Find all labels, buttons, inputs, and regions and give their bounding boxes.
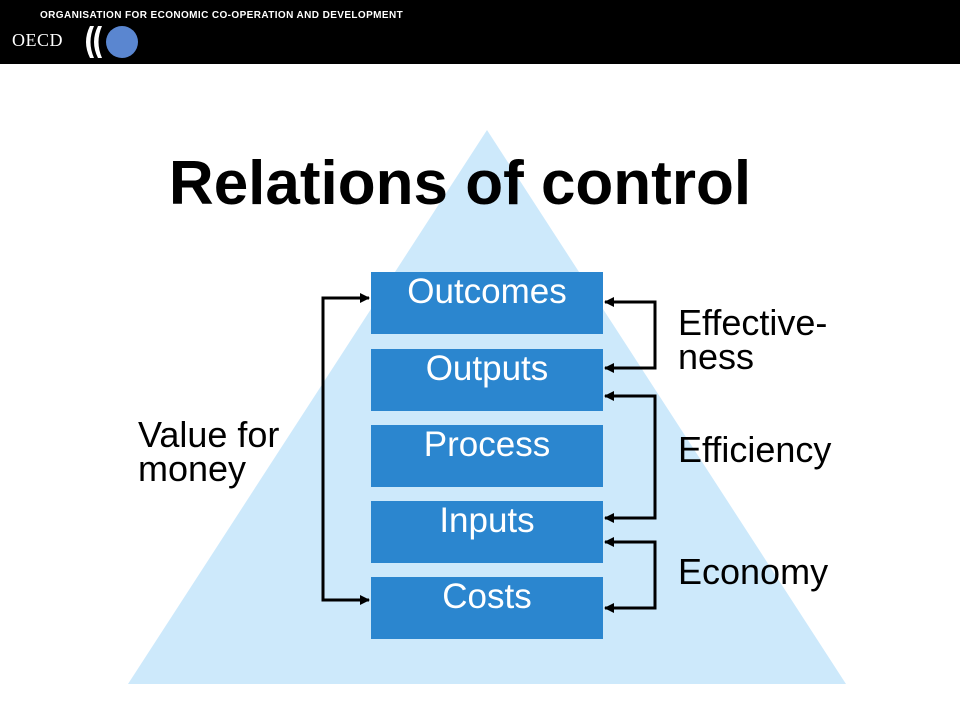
slide-title: Relations of control [168,149,752,218]
oecd-logo-text: OECD [12,30,63,50]
organisation-name: ORGANISATION FOR ECONOMIC CO-OPERATION A… [40,10,404,21]
value-for-money-line-1: Value for [138,414,280,455]
efficiency-label: Efficiency [678,429,832,470]
level-outcomes: Outcomes [371,272,603,334]
effectiveness-line-2: ness [678,336,755,377]
oecd-logo-icon [86,26,138,58]
header-bar: ORGANISATION FOR ECONOMIC CO-OPERATION A… [0,0,960,64]
level-costs: Costs [371,577,603,639]
value-for-money-label: Value for money [138,414,280,489]
economy-label: Economy [678,551,829,592]
value-for-money-line-2: money [138,448,247,489]
level-inputs: Inputs [371,501,603,563]
effectiveness-line-1: Effective- [678,302,828,343]
level-process: Process [371,425,603,487]
level-outputs: Outputs [371,349,603,411]
effectiveness-label: Effective- ness [678,302,828,377]
